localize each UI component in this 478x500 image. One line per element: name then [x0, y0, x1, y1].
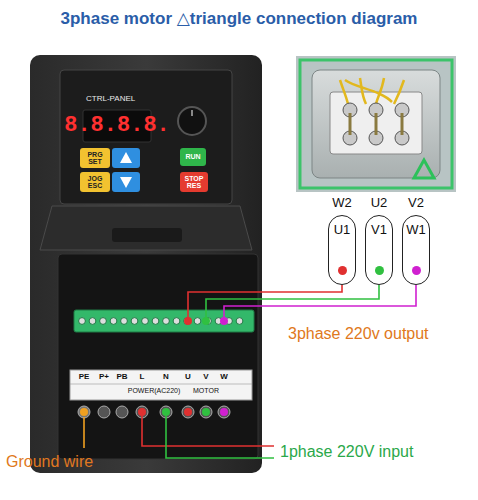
key-button: PRG SET — [80, 148, 110, 168]
stop-button: STOP RES — [180, 172, 208, 192]
up-arrow — [120, 152, 132, 163]
terminal-capsule: U2V1 — [365, 215, 393, 285]
button-text: STOP RES — [181, 175, 207, 190]
input-label: 1phase 220V input — [280, 443, 413, 461]
button-text: JOG ESC — [81, 175, 109, 190]
knob — [178, 107, 206, 135]
screw — [194, 318, 201, 325]
terminal-dot — [338, 266, 347, 275]
ground-leader — [83, 417, 85, 448]
group-label: POWER(AC220) — [128, 387, 181, 395]
screw — [236, 318, 243, 325]
strip-divider — [70, 384, 252, 385]
screw — [89, 318, 96, 325]
down-button — [112, 172, 140, 192]
screw — [121, 318, 128, 325]
motor-lead-wires — [340, 78, 404, 104]
terminal-name: PB — [116, 373, 127, 382]
delta-symbol — [414, 160, 434, 178]
terminal-name: W — [220, 373, 228, 382]
terminal-name: U1 — [334, 222, 351, 237]
terminal-capsule: W2U1 — [328, 215, 356, 285]
down-arrow — [120, 177, 132, 188]
terminal-heading: U2 — [371, 195, 388, 210]
screw — [173, 318, 180, 325]
screw — [131, 318, 138, 325]
terminal-name: V — [203, 373, 208, 382]
terminal-capsule: V2W1 — [402, 215, 430, 285]
motor-box-outline — [300, 60, 452, 188]
terminal-name: PE — [79, 373, 90, 382]
terminal-name: P+ — [99, 373, 109, 382]
screw — [79, 318, 86, 325]
display-digits: 8.8.8.8. — [64, 114, 170, 138]
output-label: 3phase 220v output — [288, 325, 429, 343]
terminal-heading: V2 — [408, 195, 424, 210]
motor-terminal-box — [312, 70, 440, 178]
vfd-body — [30, 55, 262, 473]
terminal-heading: W2 — [332, 195, 352, 210]
ground-dot — [80, 408, 88, 416]
input-n-dot — [162, 408, 170, 416]
knob-mark — [191, 110, 193, 116]
title: 3phase motor △triangle connection diagra… — [0, 10, 478, 29]
terminal-cavity — [58, 254, 258, 459]
ground-label: Ground wire — [6, 453, 93, 471]
output-wires — [188, 285, 416, 320]
button-text: PRG SET — [81, 151, 109, 166]
panel-label: CTRL-PANEL — [86, 95, 135, 104]
up-button — [112, 148, 140, 168]
run-button: RUN — [180, 148, 206, 166]
delta-links — [350, 113, 402, 135]
screw — [110, 318, 117, 325]
input-wires — [142, 416, 274, 458]
motor-box-frame — [296, 56, 456, 192]
key-button: JOG ESC — [80, 172, 110, 192]
terminal-dot — [375, 266, 384, 275]
control-panel — [60, 70, 232, 204]
terminal-name: L — [140, 373, 145, 382]
input-l-dot — [138, 408, 146, 416]
terminal-screws — [79, 318, 243, 325]
terminal-name: V1 — [371, 222, 387, 237]
terminal-label-strip — [70, 370, 252, 400]
screw — [163, 318, 170, 325]
output-terminal-dots — [184, 317, 228, 416]
flip-cover — [40, 206, 252, 250]
terminal-name: U — [185, 373, 191, 382]
screw — [100, 318, 107, 325]
power-terminals — [78, 406, 230, 418]
terminal-name: N — [163, 373, 169, 382]
motor-terminal-studs — [343, 103, 409, 145]
terminal-dot — [412, 266, 421, 275]
cover-notch — [112, 228, 182, 242]
control-terminal-block — [74, 310, 254, 332]
terminal-name: W1 — [406, 222, 426, 237]
screw — [152, 318, 159, 325]
group-label: MOTOR — [193, 387, 219, 395]
screw — [142, 318, 149, 325]
button-text: RUN — [185, 153, 200, 160]
